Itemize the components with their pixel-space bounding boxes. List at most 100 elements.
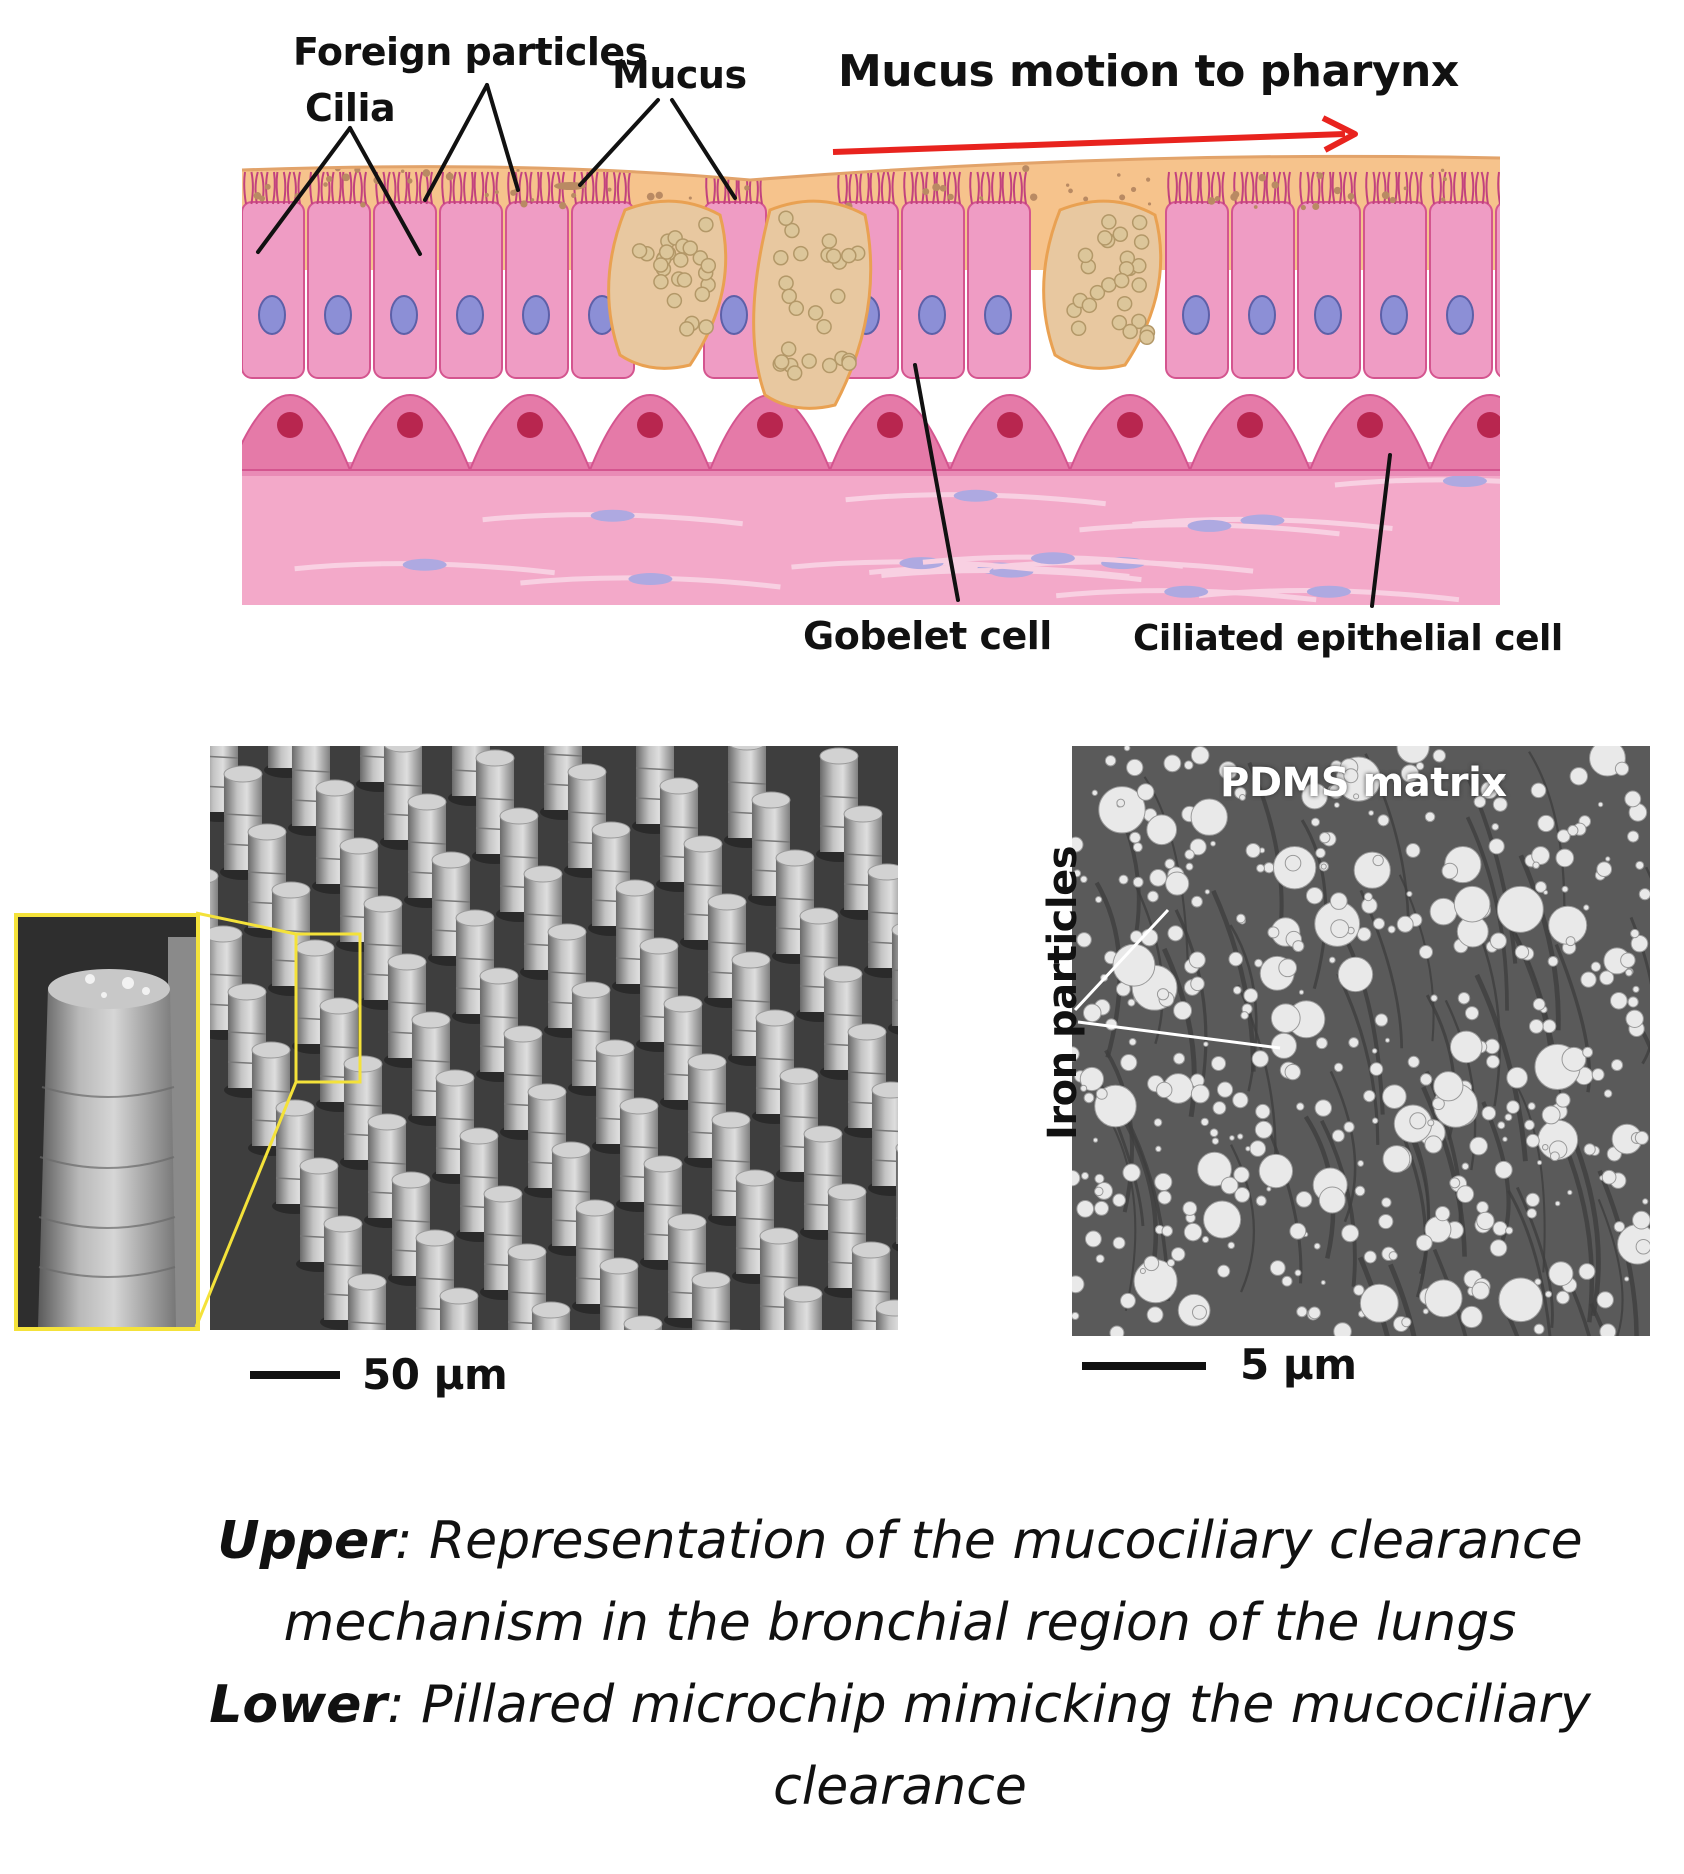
cilium: [309, 171, 313, 205]
iron-particle: [1094, 896, 1103, 904]
iron-particle: [1228, 951, 1244, 967]
cilium: [1023, 171, 1027, 205]
iron-particle: [1348, 1037, 1360, 1048]
basal-nucleus: [1477, 412, 1500, 438]
iron-particle: [1245, 1145, 1251, 1152]
iron-particle: [1166, 1258, 1176, 1267]
cilium: [925, 171, 929, 205]
iron-particle: [1190, 746, 1210, 765]
iron-particle: [1427, 1119, 1435, 1127]
foreign-particle: [939, 184, 947, 192]
iron-particle: [1092, 1137, 1099, 1143]
iron-particle: [1315, 1037, 1328, 1050]
iron-particle: [1330, 919, 1350, 939]
foreign-particle: [510, 189, 517, 196]
mucin-granule: [786, 365, 803, 381]
foreign-particle: [342, 173, 350, 182]
iron-particle: [1094, 1173, 1105, 1184]
sem-pillar: [875, 1299, 898, 1330]
iron-particle: [1424, 1279, 1463, 1318]
pdms-matrix-label: PDMS matrix: [1220, 760, 1507, 806]
cilium: [536, 171, 540, 205]
iron-particle: [1371, 1048, 1378, 1054]
fibroblast-nucleus: [1030, 552, 1075, 565]
foreign-particle: [494, 190, 499, 195]
cilium: [920, 171, 925, 205]
sem-pillar: [507, 1243, 547, 1330]
cilium: [1255, 171, 1259, 205]
foreign-particle: [422, 169, 431, 177]
iron-particle: [1419, 1073, 1433, 1086]
foreign-particle: [922, 188, 930, 195]
pdms-fiber: [1263, 1119, 1303, 1284]
iron-particle: [1328, 783, 1344, 799]
iron-particle: [1387, 925, 1396, 934]
pdms-fiber: [1510, 1076, 1546, 1273]
iron-particle: [1112, 943, 1156, 987]
mucin-granule: [841, 355, 857, 371]
cilium: [1250, 171, 1255, 205]
cilium: [441, 171, 445, 205]
iron-particle: [1359, 1283, 1399, 1323]
iron-particle: [1080, 875, 1088, 884]
iron-particle: [1434, 1205, 1451, 1222]
iron-particle: [1464, 1006, 1480, 1021]
iron-particle: [1072, 1311, 1080, 1321]
cilium: [286, 171, 292, 205]
ciliated-cell: [1495, 201, 1500, 379]
iron-particle: [1146, 814, 1178, 846]
iron-particle: [1627, 830, 1640, 843]
foreign-particle: [1253, 205, 1258, 209]
basal-nucleus: [517, 412, 543, 438]
cilium: [876, 171, 881, 205]
iron-particle: [1422, 1308, 1429, 1315]
ciliated-cell-label: Ciliated epithelial cell: [1133, 618, 1563, 659]
iron-particle: [1331, 1129, 1345, 1143]
cilium: [980, 171, 985, 205]
sem-pillar: [623, 1315, 663, 1330]
cilium: [282, 171, 287, 205]
iron-particle: [1624, 790, 1642, 808]
foreign-particle: [1258, 173, 1267, 182]
iron-particle: [1189, 838, 1207, 856]
iron-particle: [1212, 1101, 1227, 1115]
iron-particle: [1191, 895, 1203, 908]
iron-particle: [1343, 768, 1359, 784]
iron-particle: [1596, 861, 1613, 878]
iron-particle: [1567, 1189, 1573, 1196]
iron-particle: [1237, 1133, 1244, 1140]
iron-particle: [1266, 1186, 1272, 1192]
pdms-fiber: [1565, 1275, 1591, 1336]
iron-particle: [1526, 1208, 1538, 1219]
iron-particle: [1094, 1200, 1109, 1216]
iron-particle: [1620, 952, 1636, 968]
iron-particle: [1400, 764, 1420, 783]
iron-particle: [1165, 871, 1190, 896]
iron-particle: [1473, 795, 1487, 809]
iron-particle: [1504, 1113, 1513, 1122]
foreign-particle: [1271, 181, 1279, 189]
iron-particle: [1382, 1084, 1407, 1109]
iron-particle: [1354, 1185, 1366, 1197]
iron-particle: [1190, 798, 1228, 836]
iron-particle: [1072, 1046, 1080, 1062]
iron-particle: [1218, 761, 1238, 780]
iron-particle: [1310, 817, 1320, 827]
cilium: [452, 171, 457, 205]
iron-particle: [1122, 1163, 1141, 1182]
basal-nucleus: [757, 412, 783, 438]
cilium: [848, 171, 853, 205]
cilium: [463, 171, 467, 205]
sem-pillars-image: [210, 746, 898, 1330]
iron-particle: [1329, 892, 1348, 910]
mucin-granule: [841, 247, 857, 264]
iron-particle: [1128, 1037, 1137, 1046]
basal-nucleus: [1117, 412, 1143, 438]
cilium: [1221, 171, 1225, 205]
cilium: [490, 171, 495, 205]
iron-particle: [1072, 1275, 1085, 1294]
iron-particle: [1368, 810, 1375, 816]
cilium: [470, 171, 474, 205]
iron-particle: [1081, 1171, 1090, 1180]
mucin-granule: [1081, 297, 1098, 314]
